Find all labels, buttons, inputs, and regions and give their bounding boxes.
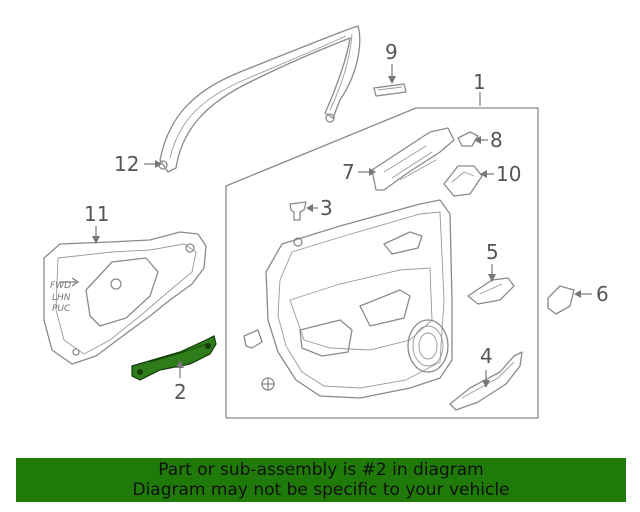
- part-2-highlighted-bracket: [131, 335, 217, 381]
- part-9-clip: [373, 83, 407, 97]
- banner-line-2: Diagram may not be specific to your vehi…: [132, 480, 510, 500]
- part-3-push-pin: [289, 201, 307, 221]
- part-12-window-frame: [158, 25, 361, 173]
- callout-3: 3: [320, 196, 333, 220]
- part-5-handle-bracket: [467, 277, 515, 305]
- callout-10: 10: [496, 162, 521, 186]
- parts-diagram: FWD LHN PUC: [43, 25, 609, 419]
- part-6-end-cap: [547, 285, 575, 315]
- part-11-water-deflector: FWD LHN PUC: [43, 231, 207, 365]
- callout-labels: 1 2 3 4 5 6 7 8 9 10 11 12: [84, 40, 609, 404]
- callout-4: 4: [480, 344, 493, 368]
- shield-text-line3: PUC: [52, 304, 71, 314]
- shield-text-line2: LHN: [52, 293, 71, 303]
- leader-lines: [92, 64, 592, 388]
- callout-5: 5: [486, 240, 499, 264]
- callout-11: 11: [84, 202, 109, 226]
- callout-6: 6: [596, 282, 609, 306]
- callout-2: 2: [174, 380, 187, 404]
- part-8-clip: [457, 131, 479, 147]
- callout-8: 8: [490, 128, 503, 152]
- part-1-panel-box: [225, 107, 539, 419]
- callout-7: 7: [342, 160, 355, 184]
- clip-left-panel: [243, 329, 263, 349]
- callout-1: 1: [473, 70, 486, 94]
- shield-text-line1: FWD: [50, 281, 71, 291]
- callout-12: 12: [114, 152, 139, 176]
- banner-line-1: Part or sub-assembly is #2 in diagram: [158, 460, 484, 480]
- door-trim-panel: [265, 199, 453, 399]
- fitment-notice-banner: Part or sub-assembly is #2 in diagram Di…: [16, 458, 626, 502]
- callout-9: 9: [385, 40, 398, 64]
- part-10-switch: [443, 165, 483, 197]
- push-button-left-panel: [261, 377, 275, 391]
- part-7-switch-bezel: [371, 127, 455, 191]
